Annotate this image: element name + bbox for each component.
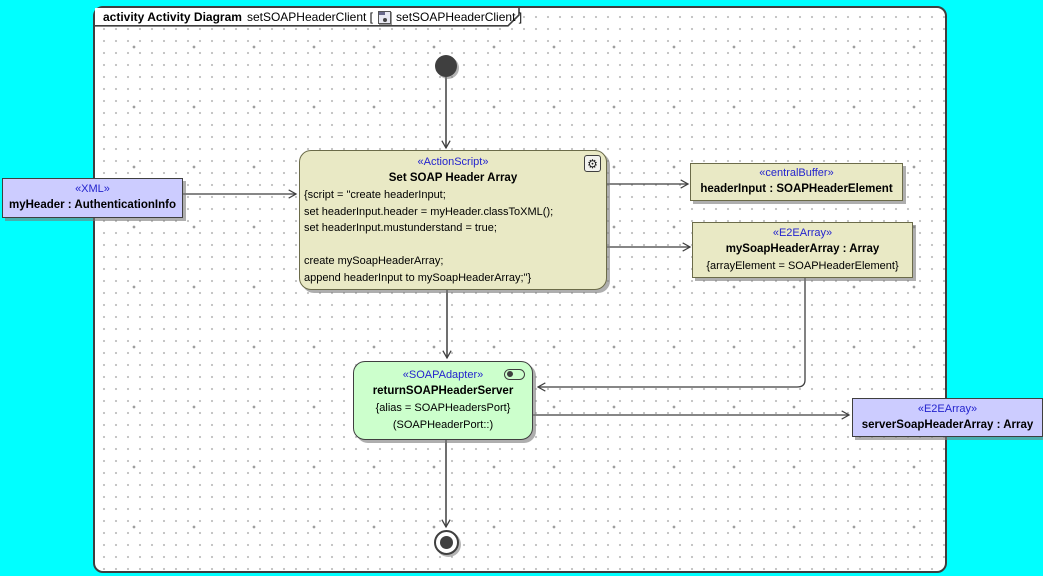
initial-node[interactable] <box>435 55 457 77</box>
stereotype-label: «XML» <box>75 183 110 195</box>
object-name: mySoapHeaderArray : Array <box>725 242 880 255</box>
object-name: myHeader : AuthenticationInfo <box>9 199 176 211</box>
script-line: set headerInput.mustunderstand = true; <box>304 222 497 234</box>
action-name: returnSOAPHeaderServer <box>372 384 514 397</box>
diagram-kind-label: activity Activity Diagram <box>103 10 242 24</box>
diagram-frame-tab[interactable]: activity Activity Diagram setSOAPHeaderC… <box>95 8 522 27</box>
activity-diagram-icon <box>378 10 392 24</box>
object-node-myheader[interactable]: «XML» myHeader : AuthenticationInfo <box>2 178 183 218</box>
stereotype-label: «centralBuffer» <box>759 167 834 179</box>
toggle-icon <box>504 369 525 380</box>
action-node-returnsoapheaderserver[interactable]: «SOAPAdapter» returnSOAPHeaderServer {al… <box>353 361 533 440</box>
alias-label: {alias = SOAPHeadersPort} <box>375 401 511 414</box>
script-line: append headerInput to mySoapHeaderArray;… <box>304 271 532 284</box>
central-buffer-node-headerinput[interactable]: «centralBuffer» headerInput : SOAPHeader… <box>690 163 903 201</box>
final-node-dot <box>440 536 453 549</box>
script-line: set headerInput.header = myHeader.classT… <box>304 205 554 218</box>
port-label: (SOAPHeaderPort::) <box>392 418 494 431</box>
script-line: create mySoapHeaderArray; <box>304 255 444 267</box>
stereotype-label: «E2EArray» <box>772 226 833 239</box>
edge-mysoapheaderarray-to-returnsoapheaderserver[interactable] <box>536 278 806 392</box>
object-name: serverSoapHeaderArray : Array <box>861 418 1034 431</box>
activity-final-node[interactable] <box>434 530 459 555</box>
action-script-body: {script = "create headerInput; set heade… <box>300 187 606 286</box>
script-line <box>304 237 602 254</box>
diagram-ref-label: setSOAPHeaderClient ] <box>396 10 523 24</box>
diagram-name-label: setSOAPHeaderClient [ <box>246 10 374 24</box>
frame-tab-text: activity Activity Diagram setSOAPHeaderC… <box>103 8 522 26</box>
constraint-label: {arrayElement = SOAPHeaderElement} <box>706 259 899 272</box>
object-node-serversoapheaderarray[interactable]: «E2EArray» serverSoapHeaderArray : Array <box>852 398 1043 437</box>
gear-icon: ⚙ <box>584 155 601 172</box>
stereotype-label: «SOAPAdapter» <box>402 368 484 381</box>
stereotype-label: «ActionScript» <box>417 156 489 168</box>
action-node-set-soap-header-array[interactable]: ⚙ «ActionScript» Set SOAP Header Array {… <box>299 150 607 290</box>
stereotype-label: «E2EArray» <box>917 402 978 415</box>
buffer-name: headerInput : SOAPHeaderElement <box>700 183 893 195</box>
frame-tab-outline <box>95 8 520 27</box>
action-name: Set SOAP Header Array <box>388 172 518 184</box>
script-line: {script = "create headerInput; <box>304 189 446 201</box>
object-node-mysoapheaderarray[interactable]: «E2EArray» mySoapHeaderArray : Array {ar… <box>692 222 913 278</box>
